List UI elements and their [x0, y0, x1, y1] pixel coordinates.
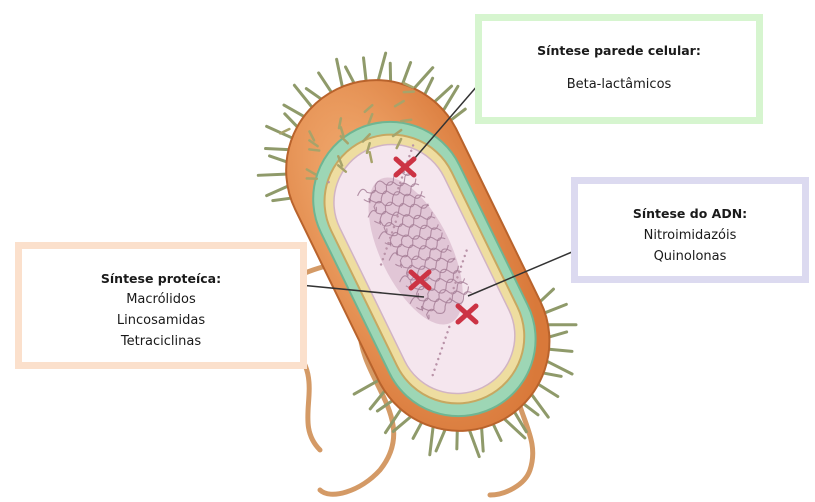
pilus	[353, 380, 379, 394]
pilus	[538, 289, 556, 301]
pilus	[545, 303, 566, 315]
label-box-protein: Síntese proteíca: Macrólidos Lincosamida…	[15, 242, 307, 369]
pilus	[544, 367, 562, 383]
pilus	[267, 186, 288, 197]
pilus	[538, 379, 557, 402]
pilus	[273, 193, 291, 206]
pilus	[396, 63, 418, 85]
pilus	[294, 83, 312, 110]
pilus	[267, 119, 293, 146]
pilus	[319, 72, 332, 94]
pilus	[532, 392, 549, 419]
pilus	[357, 58, 373, 81]
pilus	[493, 424, 501, 440]
pilus	[284, 99, 304, 122]
protein-item: Tetraciclinas	[22, 331, 300, 352]
protein-item: Macrólidos	[22, 289, 300, 310]
pilus	[408, 423, 426, 439]
pilus	[285, 111, 298, 129]
pilus	[258, 164, 286, 185]
surface-fiber	[280, 129, 289, 133]
label-box-cell-wall: Síntese parede celular: Beta-lactâmicos	[475, 14, 763, 124]
pilus	[549, 341, 572, 360]
pilus	[549, 329, 566, 340]
pilus	[330, 59, 348, 86]
pilus	[346, 67, 354, 83]
protein-item: Lincosamidas	[22, 310, 300, 331]
cell-wall-item: Beta-lactâmicos	[482, 74, 756, 95]
protein-title: Síntese proteíca:	[22, 271, 300, 286]
pilus	[383, 63, 397, 81]
pilus	[450, 431, 464, 449]
label-box-dna: Síntese do ADN: Nitroimidazóis Quinolona…	[571, 177, 809, 283]
pilus	[270, 150, 287, 167]
dna-item: Nitroimidazóis	[578, 225, 802, 246]
dna-item: Quinolonas	[578, 246, 802, 267]
dna-title: Síntese do ADN:	[578, 206, 802, 221]
pilus	[467, 430, 482, 456]
cell-wall-title: Síntese parede celular:	[482, 43, 756, 58]
